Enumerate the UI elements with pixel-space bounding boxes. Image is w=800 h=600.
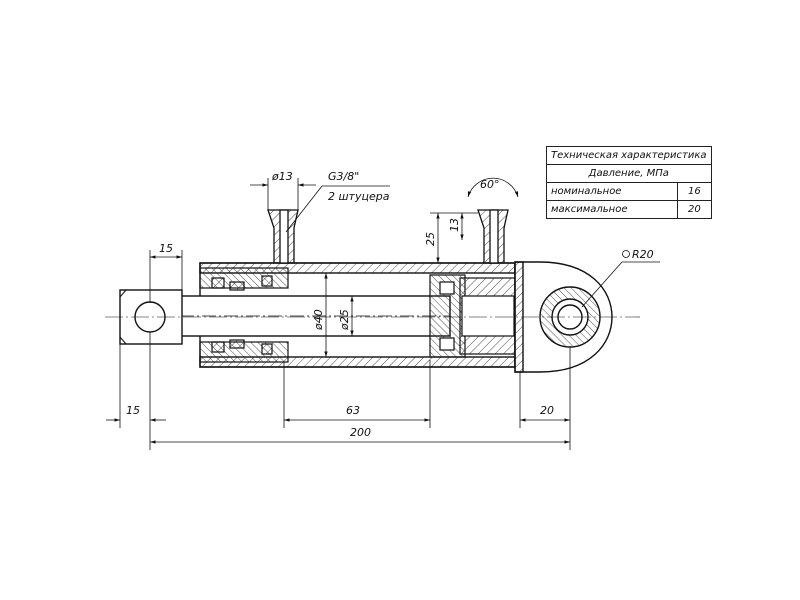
spec-row-nominal: номинальное 16: [545, 182, 712, 201]
dim-thread: G3/8": [328, 170, 359, 183]
dim-eye-radius: R20: [632, 248, 654, 261]
dim-cylinder-dia: ø40: [312, 309, 325, 331]
dim-ports-note: 2 штуцера: [328, 190, 390, 203]
piston-rod: [179, 295, 451, 337]
dim-total-length: 200: [350, 426, 371, 439]
gland-head: [199, 267, 289, 363]
dim-eye-20: 20: [540, 404, 554, 417]
spec-row-label: номинальное: [545, 182, 679, 201]
dimension-lines: [106, 177, 660, 450]
spec-table-pressure-label: Давление, МПа: [546, 164, 712, 183]
dim-left-15: 15: [126, 404, 140, 417]
dim-port-diameter: ø13: [271, 170, 293, 183]
spec-table-title: Техническая характеристика: [546, 146, 712, 165]
dim-stroke: 63: [346, 404, 360, 417]
spec-row-label: максимальное: [545, 200, 679, 219]
port-right: [477, 209, 509, 264]
spec-table: Техническая характеристика Давление, МПа…: [545, 146, 712, 219]
dim-rod-end-15: 15: [159, 242, 173, 255]
dim-rod-dia: ø25: [338, 309, 351, 331]
spec-row-value: 20: [677, 200, 712, 219]
dim-height-25: 25: [424, 232, 437, 246]
piston: [429, 274, 516, 358]
spec-row-maximum: максимальное 20: [545, 200, 712, 219]
dim-height-13: 13: [448, 218, 461, 232]
port-left: [267, 209, 299, 264]
radius-symbol: [622, 250, 630, 258]
spec-row-value: 16: [677, 182, 712, 201]
dim-angle: 60°: [480, 178, 500, 191]
